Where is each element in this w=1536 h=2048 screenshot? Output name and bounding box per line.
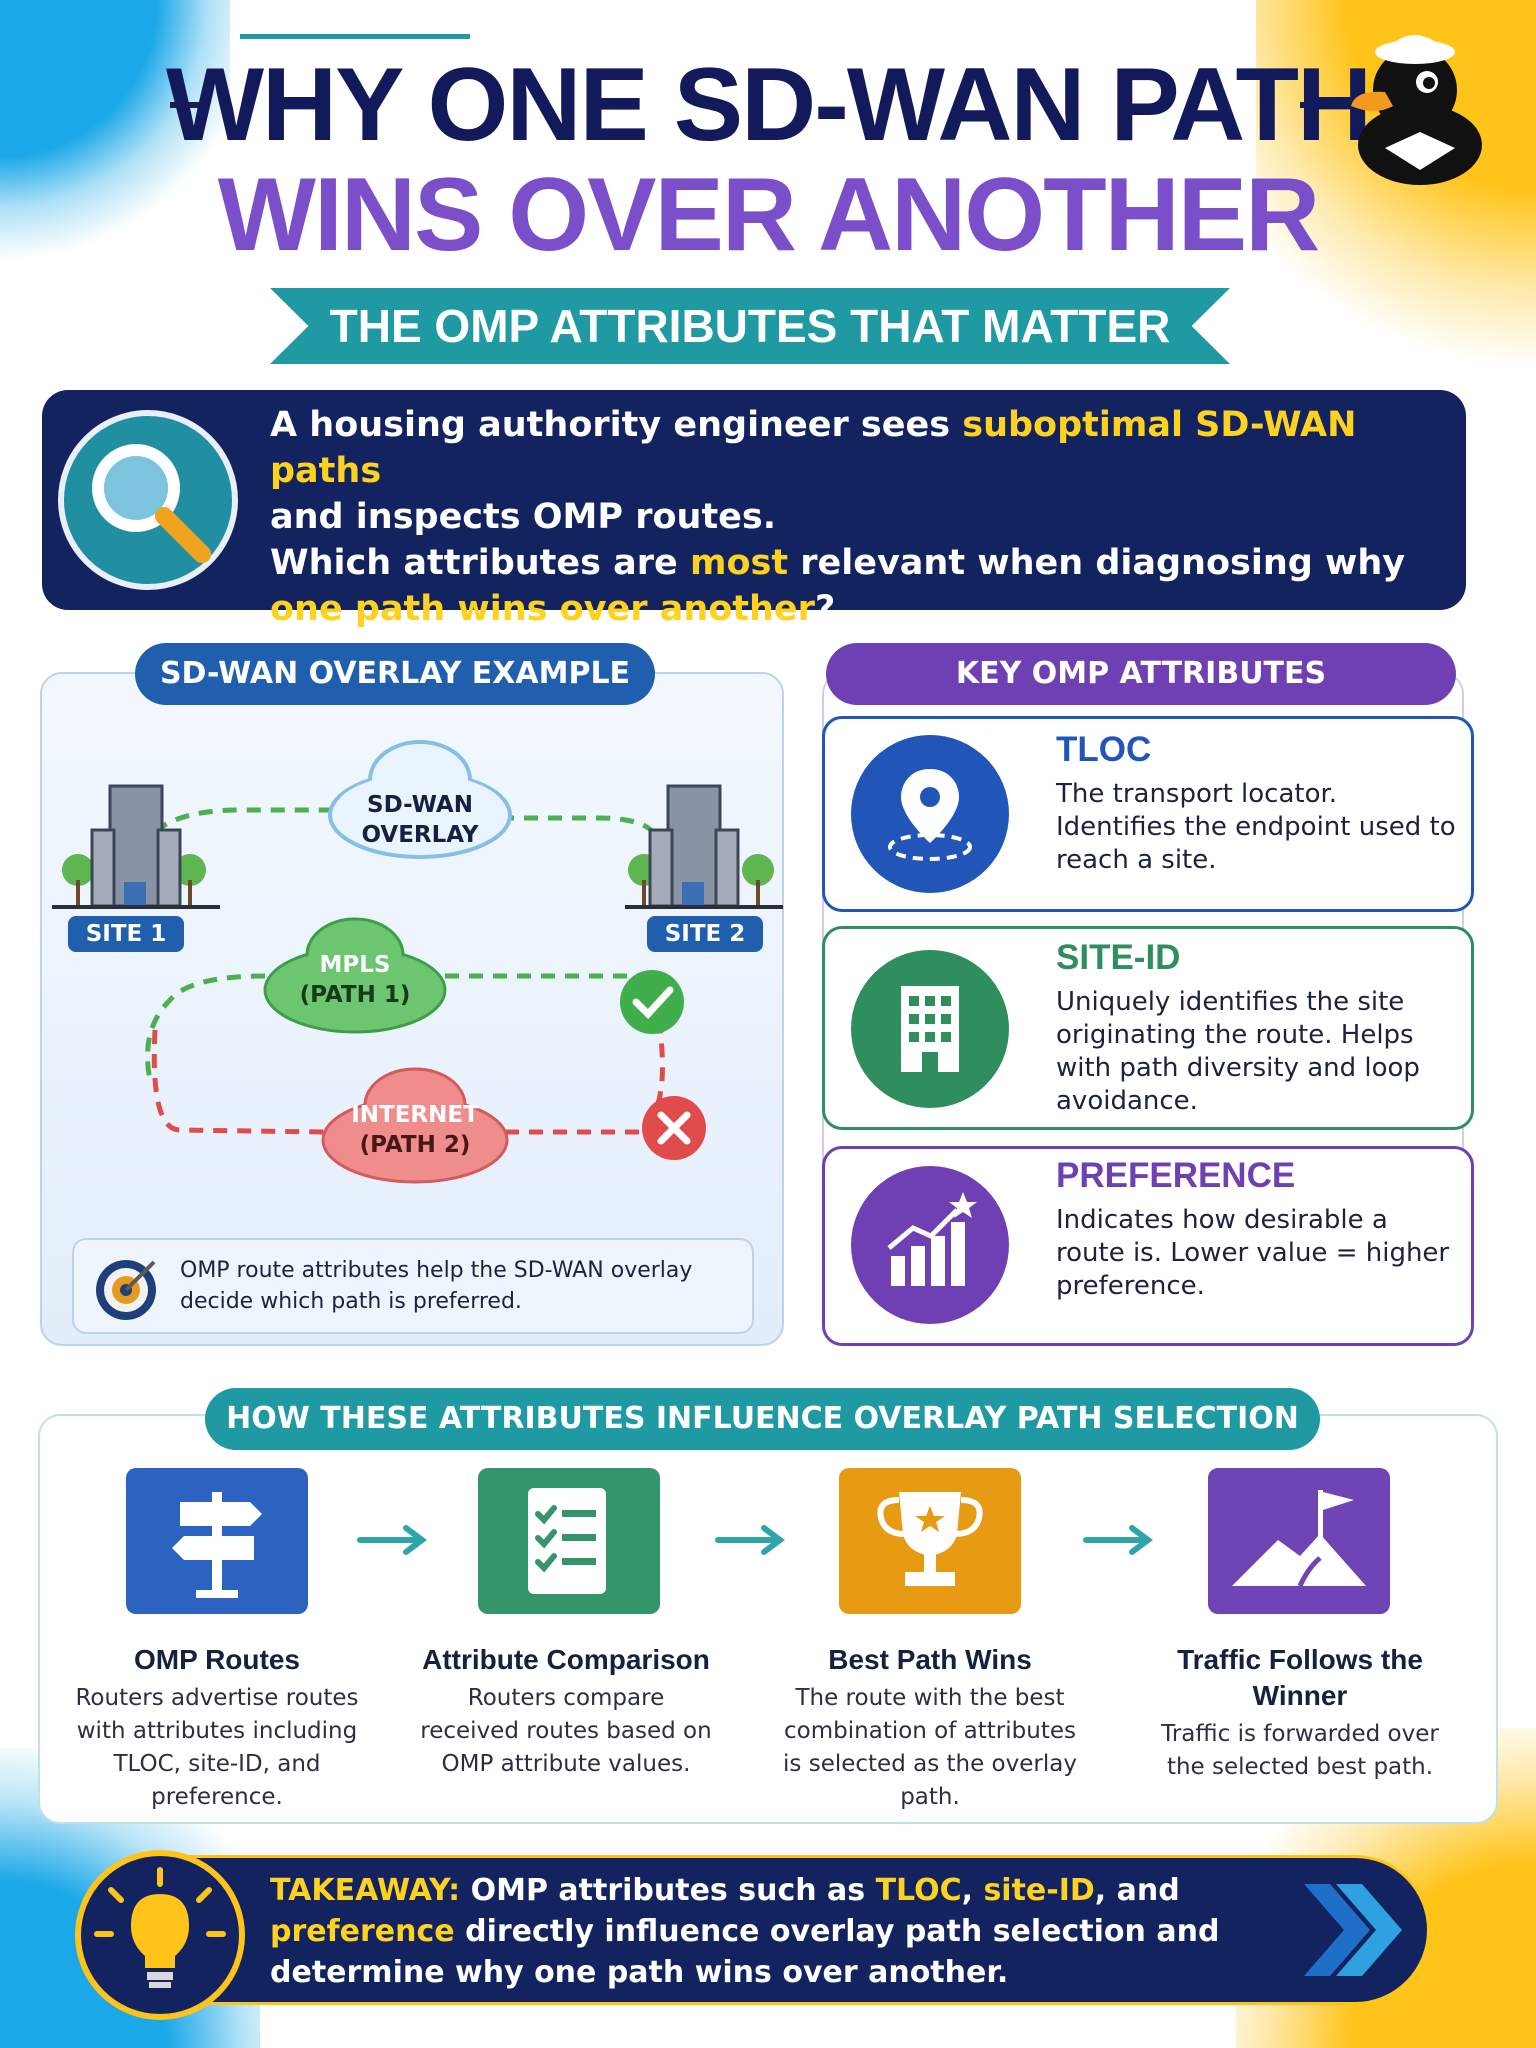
step-title-traffic: Traffic Follows the Winner [1177, 1644, 1423, 1711]
takeaway-label: TAKEAWAY: [270, 1873, 461, 1908]
question-part5: ? [814, 589, 836, 629]
attribute-title-preference: PREFERENCE [1056, 1156, 1296, 1195]
cross-icon [642, 1096, 706, 1160]
step-desc-attribute-comparison: Routers compare received routes based on… [420, 1685, 712, 1777]
question-part2: and inspects OMP routes. [270, 497, 777, 537]
signpost-icon [172, 1492, 262, 1598]
building-icon [901, 986, 959, 1072]
question-text: A housing authority engineer sees subopt… [270, 402, 1440, 632]
site1-building-icon [52, 784, 220, 909]
subtitle: THE OMP ATTRIBUTES THAT MATTER [329, 300, 1171, 352]
attribute-desc-tloc: The transport locator. Identifies the en… [1056, 779, 1456, 875]
attribute-title-tloc: TLOC [1056, 730, 1152, 769]
overlay-example-heading: SD-WAN OVERLAY EXAMPLE [135, 643, 655, 705]
attribute-icon-circle-site-id [851, 950, 1009, 1108]
title-dash-left [170, 102, 200, 108]
mpls-label-line2: (PATH 1) [299, 982, 411, 1008]
location-pin-icon [888, 769, 972, 861]
internet-label-line1: INTERNET [351, 1102, 479, 1128]
takeaway-siteid: site-ID [983, 1873, 1095, 1908]
flow-arrow-icon-2 [715, 1525, 785, 1555]
sailor-duck-mascot-icon [1351, 35, 1482, 185]
step-icon-box-best-path [839, 1468, 1021, 1614]
attribute-desc-preference: Indicates how desirable a route is. Lowe… [1056, 1205, 1450, 1301]
question-highlight-paths: suboptimal SD-WAN paths [270, 405, 1357, 491]
question-highlight-winner: one path wins over another [270, 589, 815, 629]
check-icon [620, 970, 684, 1034]
step-title-omp-routes: OMP Routes [134, 1644, 300, 1675]
step-desc-best-path: The route with the best combination of a… [783, 1685, 1077, 1810]
checklist-icon [528, 1488, 606, 1594]
flag-mountain-icon [1232, 1490, 1366, 1588]
overlay-info-box [72, 1238, 754, 1334]
takeaway-sep2: , and [1094, 1873, 1180, 1908]
question-part4: relevant when diagnosing why [788, 543, 1406, 583]
internet-path-right [505, 1029, 665, 1135]
site2-building-icon [625, 784, 783, 909]
overlay-cloud-label: SD-WAN OVERLAY [340, 790, 500, 850]
site2-label: SITE 2 [647, 916, 763, 952]
trophy-icon [877, 1492, 983, 1586]
mpls-cloud-icon [263, 917, 447, 1034]
step-icon-box-omp-routes [126, 1468, 308, 1614]
takeaway-part1: OMP attributes such as [460, 1873, 876, 1908]
target-icon [96, 1260, 156, 1320]
overlay-link-right [500, 815, 663, 851]
takeaway-preference: preference [270, 1914, 455, 1949]
subtitle-ribbon [270, 288, 1230, 364]
overlay-diagram [52, 740, 783, 1184]
growth-chart-icon [887, 1192, 977, 1286]
step-desc-traffic: Traffic is forwarded over the selected b… [1161, 1721, 1439, 1780]
question-banner [42, 390, 1466, 610]
question-highlight-most: most [689, 543, 789, 583]
attribute-desc-site-id: Uniquely identifies the site originating… [1056, 987, 1420, 1116]
question-part1: A housing authority engineer sees [270, 405, 963, 445]
internet-cloud-icon [321, 1067, 509, 1184]
takeaway-part2: directly influence overlay path selectio… [270, 1914, 1220, 1990]
takeaway-sep1: , [961, 1873, 984, 1908]
internet-cloud-label: INTERNET (PATH 2) [335, 1100, 495, 1160]
lightbulb-icon [94, 1867, 226, 1988]
site1-label: SITE 1 [68, 916, 184, 952]
mpls-cloud-label: MPLS (PATH 1) [275, 950, 435, 1010]
takeaway-tloc: TLOC [875, 1873, 962, 1908]
flow-arrow-icon-1 [357, 1525, 427, 1555]
flow-arrow-icon-3 [1083, 1525, 1153, 1555]
double-chevron-icon [1304, 1884, 1402, 1976]
path-selection-heading: HOW THESE ATTRIBUTES INFLUENCE OVERLAY P… [205, 1388, 1320, 1450]
attribute-icon-circle-tloc [851, 735, 1009, 893]
magnifier-icon [92, 444, 211, 563]
title-accent-line [240, 34, 470, 39]
attribute-icon-circle-preference [851, 1166, 1009, 1324]
overlay-cloud-icon [328, 740, 512, 859]
overlay-cloud-line1: SD-WAN [367, 792, 473, 818]
overlay-cloud-line2: OVERLAY [361, 822, 479, 848]
internet-label-line2: (PATH 2) [359, 1132, 471, 1158]
mpls-label-line1: MPLS [319, 952, 391, 978]
step-title-attribute-comparison: Attribute Comparison [422, 1644, 710, 1675]
corner-decoration-top-left [0, 0, 230, 260]
mpls-path-left [145, 973, 266, 1081]
takeaway-bulb-circle [75, 1850, 245, 2020]
internet-path-left [151, 1029, 326, 1135]
attribute-title-site-id: SITE-ID [1056, 938, 1181, 977]
question-part3: Which attributes are [270, 543, 690, 583]
page-title: WHY ONE SD-WAN PATH [165, 47, 1372, 163]
title-dash-right [1300, 102, 1330, 108]
question-icon-circle [58, 410, 238, 590]
overlay-info-text: OMP route attributes help the SD-WAN ove… [180, 1258, 693, 1314]
step-icon-box-traffic [1208, 1468, 1390, 1614]
step-desc-omp-routes: Routers advertise routes with attributes… [75, 1685, 359, 1810]
step-title-best-path: Best Path Wins [828, 1644, 1032, 1675]
takeaway-text: TAKEAWAY: OMP attributes such as TLOC, s… [270, 1870, 1310, 1993]
step-icon-box-attribute-comparison [478, 1468, 660, 1614]
key-attributes-heading: KEY OMP ATTRIBUTES [826, 643, 1456, 705]
page-title-line2: WINS OVER ANOTHER [217, 157, 1320, 273]
